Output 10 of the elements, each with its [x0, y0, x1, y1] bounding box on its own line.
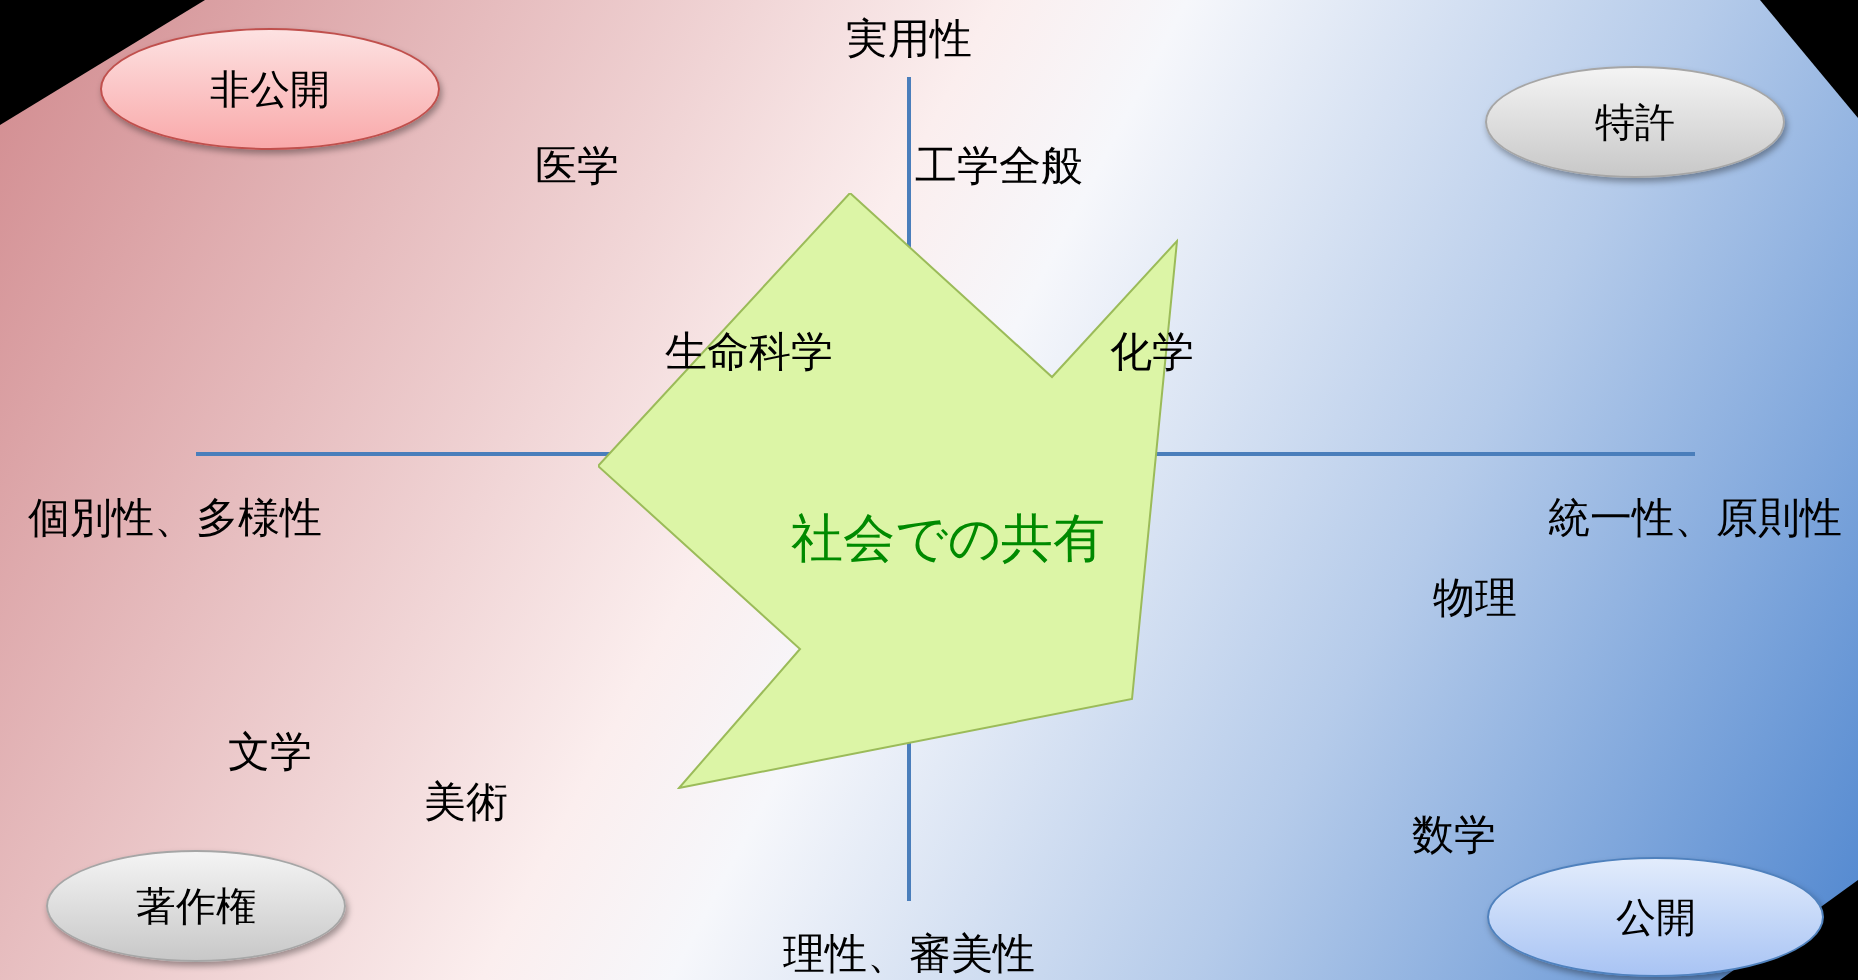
field-label: 工学全般 [915, 140, 1083, 192]
field-label: 物理 [1433, 572, 1517, 624]
field-label: 美術 [424, 776, 508, 828]
field-label: 生命科学 [665, 326, 833, 378]
field-label: 文学 [228, 726, 312, 778]
axis-label: 個別性、多様性 [28, 492, 322, 544]
axis-label: 統一性、原則性 [1548, 492, 1842, 544]
axis-label: 実用性 [846, 13, 972, 65]
field-label: 医学 [535, 140, 619, 192]
axis-label: 理性、審美性 [783, 928, 1035, 980]
